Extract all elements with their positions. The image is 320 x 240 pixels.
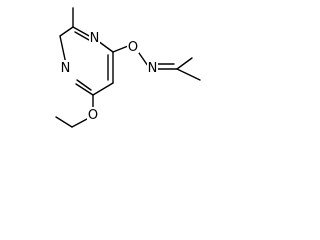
- bond-c5-c6: [92, 82, 114, 96]
- bond-c6-n1-double: [76, 79, 92, 91]
- atom-label-n-oxime: N: [148, 61, 158, 76]
- atom-bg-o-ether: [87, 107, 99, 121]
- atom-bg-o-oxime: [127, 39, 139, 53]
- molecule-diagram: N N O N O: [55, 7, 201, 128]
- atom-label-n-ring-top: N: [90, 31, 100, 46]
- atom-label-o-oxime: O: [128, 40, 138, 55]
- bond-ch2-ch3: [55, 116, 73, 128]
- atom-label-n-ring-left: N: [61, 61, 71, 76]
- bond-n3-c4: [97, 40, 114, 53]
- bond-c2-n3-double: [74, 31, 90, 41]
- atom-layer: N N O N O: [60, 30, 158, 123]
- bond-layer: [55, 7, 201, 128]
- bond-imine-methyl-b: [176, 68, 201, 81]
- bond-n1-c2: [59, 35, 67, 65]
- bond-o-ch2: [71, 118, 88, 128]
- bond-c6-n1: [75, 83, 94, 96]
- atom-bg-n-oxime: [147, 60, 158, 74]
- bond-c4-o: [112, 45, 129, 53]
- bond-n1-c2b: [59, 26, 74, 37]
- bond-c2-n3: [72, 26, 92, 38]
- bond-o-n: [138, 52, 149, 67]
- atom-bg-n3: [89, 30, 100, 44]
- bond-imine-methyl-a: [176, 57, 193, 70]
- atom-bg-n1: [60, 60, 71, 74]
- atom-label-o-ether: O: [88, 108, 98, 123]
